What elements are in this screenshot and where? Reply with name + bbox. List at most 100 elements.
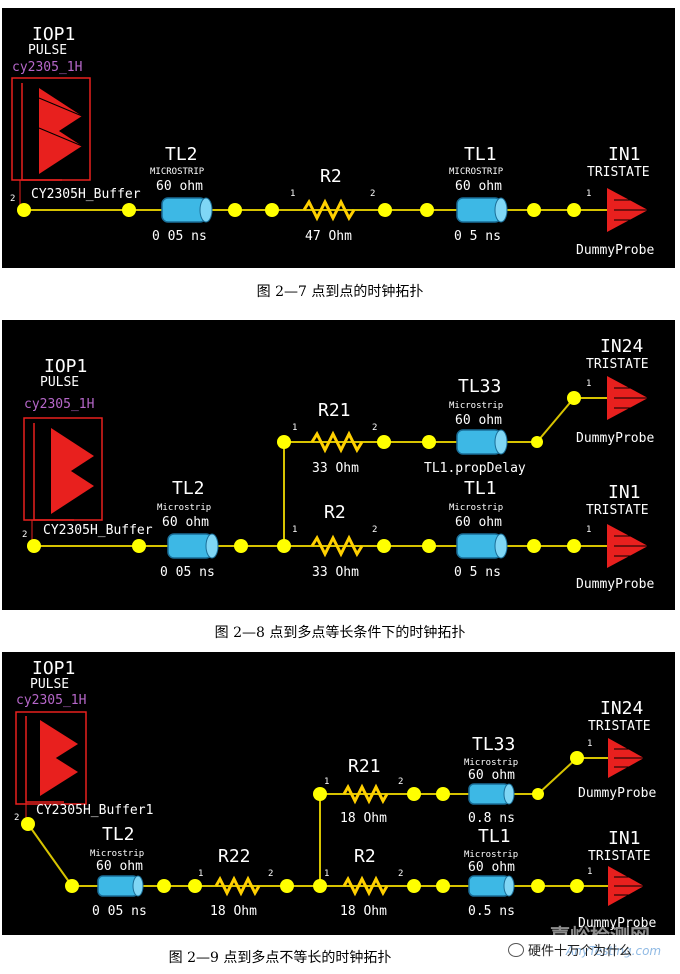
r22-resistor-icon [214,875,261,897]
tl1-delay: 0.5 ns [468,904,515,919]
r21-resistor-icon [310,430,364,454]
source-type: PULSE [28,43,67,58]
in1-name: IN1 [608,828,641,849]
tl1-delay: 0 5 ns [454,565,501,580]
tl1-microstrip-icon [456,197,508,223]
tl2-type: Microstrip [157,503,211,513]
tl2-impedance: 60 ohm [162,515,209,530]
r2-name: R2 [354,846,376,867]
r21-pin1: 1 [324,777,329,787]
tl2-impedance: 60 ohm [156,179,203,194]
r2-pin1: 1 [324,869,329,879]
tl1-impedance: 60 ohm [455,515,502,530]
tl2-delay: 0 05 ns [152,229,207,244]
r2-name: R2 [324,502,346,523]
source-part: cy2305_1H [24,397,94,412]
r22-pin1: 1 [198,869,203,879]
tl1-name: TL1 [464,144,497,165]
in1-name: IN1 [608,482,641,503]
in24-pin: 1 [587,739,592,749]
tl1-delay: 0 5 ns [454,229,501,244]
figure-2-7-panel: IOP1 PULSE cy2305_1H 2 CY2305H_Buffer TL… [2,8,675,268]
in24-type: TRISTATE [588,719,651,734]
tl33-delay: TL1.propDelay [424,461,526,476]
wechat-account: 硬件十万个为什么 [528,944,633,959]
source-name: IOP1 [44,356,87,377]
tl33-type: Microstrip [464,758,518,768]
tl1-impedance: 60 ohm [455,179,502,194]
source-pin: 2 [14,813,19,823]
r21-value: 33 Ohm [312,461,359,476]
r21-name: R21 [348,756,381,777]
source-pin: 2 [22,530,27,540]
r2-pin2: 2 [398,869,403,879]
node-dot [378,203,392,217]
node-dot [527,203,541,217]
figure-2-8-panel: IOP1 PULSE cy2305_1H 2 CY2305H_Buffer TL… [2,320,675,610]
tl33-microstrip-icon [456,429,508,455]
tl1-microstrip-icon [468,875,515,897]
in1-pin: 1 [586,189,591,199]
tl2-delay: 0 05 ns [160,565,215,580]
node-dot [420,203,434,217]
tl33-microstrip-icon [468,783,515,805]
tl1-type: Microstrip [464,850,518,860]
r2-resistor-icon [342,875,389,897]
tl33-impedance: 60 ohm [468,768,515,783]
r2-value: 47 Ohm [305,229,352,244]
in1-probe: DummyProbe [576,577,654,592]
in1-name: IN1 [608,144,641,165]
source-part: cy2305_1H [12,60,82,75]
source-type: PULSE [40,375,79,390]
in1-type: TRISTATE [588,849,651,864]
in1-type: TRISTATE [587,165,650,180]
buffer-label: CY2305H_Buffer [43,523,153,538]
source-pin: 2 [10,194,15,204]
wechat-badge: 硬件十万个为什么 [508,940,632,959]
r21-value: 18 Ohm [340,811,387,826]
buffer-label: CY2305H_Buffer1 [36,803,153,818]
tl2-delay: 0 05 ns [92,904,147,919]
in1-type: TRISTATE [586,503,649,518]
caption-fig-2-9: 图 2—9 点到多点不等长的时钟拓扑 [168,950,392,966]
r2-value: 18 Ohm [340,904,387,919]
in24-name: IN24 [600,698,643,719]
source-part: cy2305_1H [16,693,86,708]
schematic-point-to-point: IOP1 PULSE cy2305_1H 2 CY2305H_Buffer TL… [10,24,654,258]
buffer-label: CY2305H_Buffer [31,187,141,202]
in24-pin: 1 [586,379,591,389]
r21-name: R21 [318,400,351,421]
r2-resistor-icon [310,534,364,558]
tl33-name: TL33 [472,734,515,755]
tl1-microstrip-icon [456,533,508,559]
in24-probe: DummyProbe [576,431,654,446]
r22-name: R22 [218,846,251,867]
tl2-impedance: 60 ohm [96,859,143,874]
tl33-type: Microstrip [449,401,503,411]
tl2-name: TL2 [102,824,135,845]
r2-value: 33 Ohm [312,565,359,580]
r21-pin2: 2 [372,423,377,433]
r21-resistor-icon [342,783,389,805]
figure-2-9-panel: IOP1 PULSE cy2305_1H 2 CY2305H_Buffer1 T… [2,652,675,935]
r2-pin2: 2 [372,525,377,535]
watermark-site-cn: 嘉峪检测网 [550,924,650,948]
tl1-name: TL1 [464,478,497,499]
r21-pin2: 2 [398,777,403,787]
tl33-name: TL33 [458,376,501,397]
in24-name: IN24 [600,336,643,357]
r2-pin2: 2 [370,189,375,199]
node-dot [567,203,581,217]
tl1-type: MICROSTRIP [449,167,504,177]
node-dot [17,203,31,217]
wechat-icon [508,942,524,957]
source-type: PULSE [30,677,69,692]
r2-name: R2 [320,166,342,187]
tl2-name: TL2 [165,144,198,165]
in1-pin: 1 [587,867,592,877]
in24-probe: DummyProbe [578,786,656,801]
r2-pin1: 1 [290,189,295,199]
tl33-impedance: 60 ohm [455,413,502,428]
watermark-site-en: AnyTesting.com [566,944,662,958]
tl2-name: TL2 [172,478,205,499]
